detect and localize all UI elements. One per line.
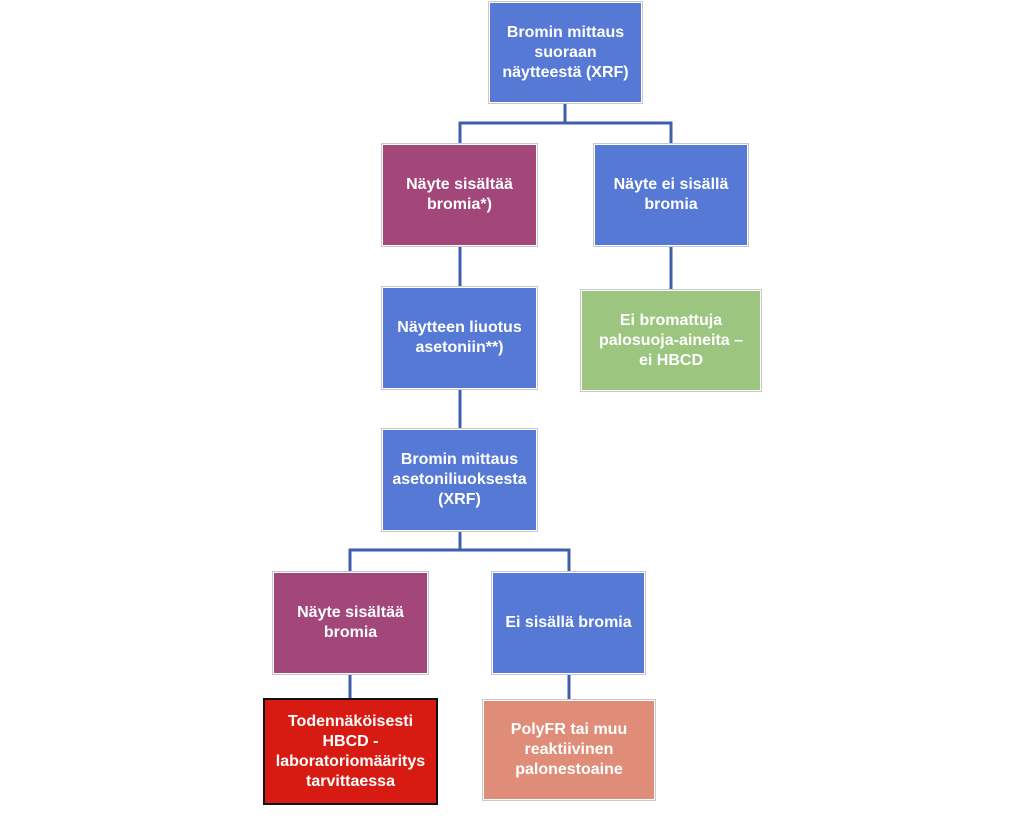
measure-acetone-node: Bromin mittaus asetoniliuoksesta (XRF) bbox=[382, 429, 537, 531]
polyfr-node: PolyFR tai muu reaktiivinen palonestoain… bbox=[483, 700, 655, 800]
likely-hbcd-label: Todennäköisesti HBCD - laboratoriomäärit… bbox=[275, 712, 426, 790]
root-node-label: Bromin mittaus suoraan näytteestä (XRF) bbox=[502, 23, 629, 81]
polyfr-label: PolyFR tai muu reaktiivinen palonestoain… bbox=[510, 721, 628, 778]
contains-bromine-label-2: Näyte sisältää bromia bbox=[297, 604, 404, 641]
no-bromine-label-1: Näyte ei sisällä bromia bbox=[613, 176, 729, 213]
root-node: Bromin mittaus suoraan näytteestä (XRF) bbox=[489, 2, 642, 103]
measure-acetone-label: Bromin mittaus asetoniliuoksesta (XRF) bbox=[392, 451, 527, 508]
dissolution-node: Näytteen liuotus asetoniin**) bbox=[382, 287, 537, 389]
no-bromine-node-1: Näyte ei sisällä bromia bbox=[594, 144, 748, 246]
likely-hbcd-node: Todennäköisesti HBCD - laboratoriomäärit… bbox=[263, 698, 438, 805]
contains-bromine-label-1: Näyte sisältää bromia*) bbox=[406, 176, 513, 213]
contains-bromine-node-2: Näyte sisältää bromia bbox=[273, 572, 428, 674]
no-brominated-fr-label: Ei bromattuja palosuoja-aineita – ei HBC… bbox=[598, 311, 744, 369]
contains-bromine-node-1: Näyte sisältää bromia*) bbox=[382, 144, 537, 246]
dissolution-label: Näytteen liuotus asetoniin**) bbox=[397, 319, 522, 356]
no-bromine-label-2: Ei sisällä bromia bbox=[505, 614, 632, 631]
no-brominated-fr-node: Ei bromattuja palosuoja-aineita – ei HBC… bbox=[581, 290, 761, 391]
no-bromine-node-2: Ei sisällä bromia bbox=[492, 572, 645, 674]
